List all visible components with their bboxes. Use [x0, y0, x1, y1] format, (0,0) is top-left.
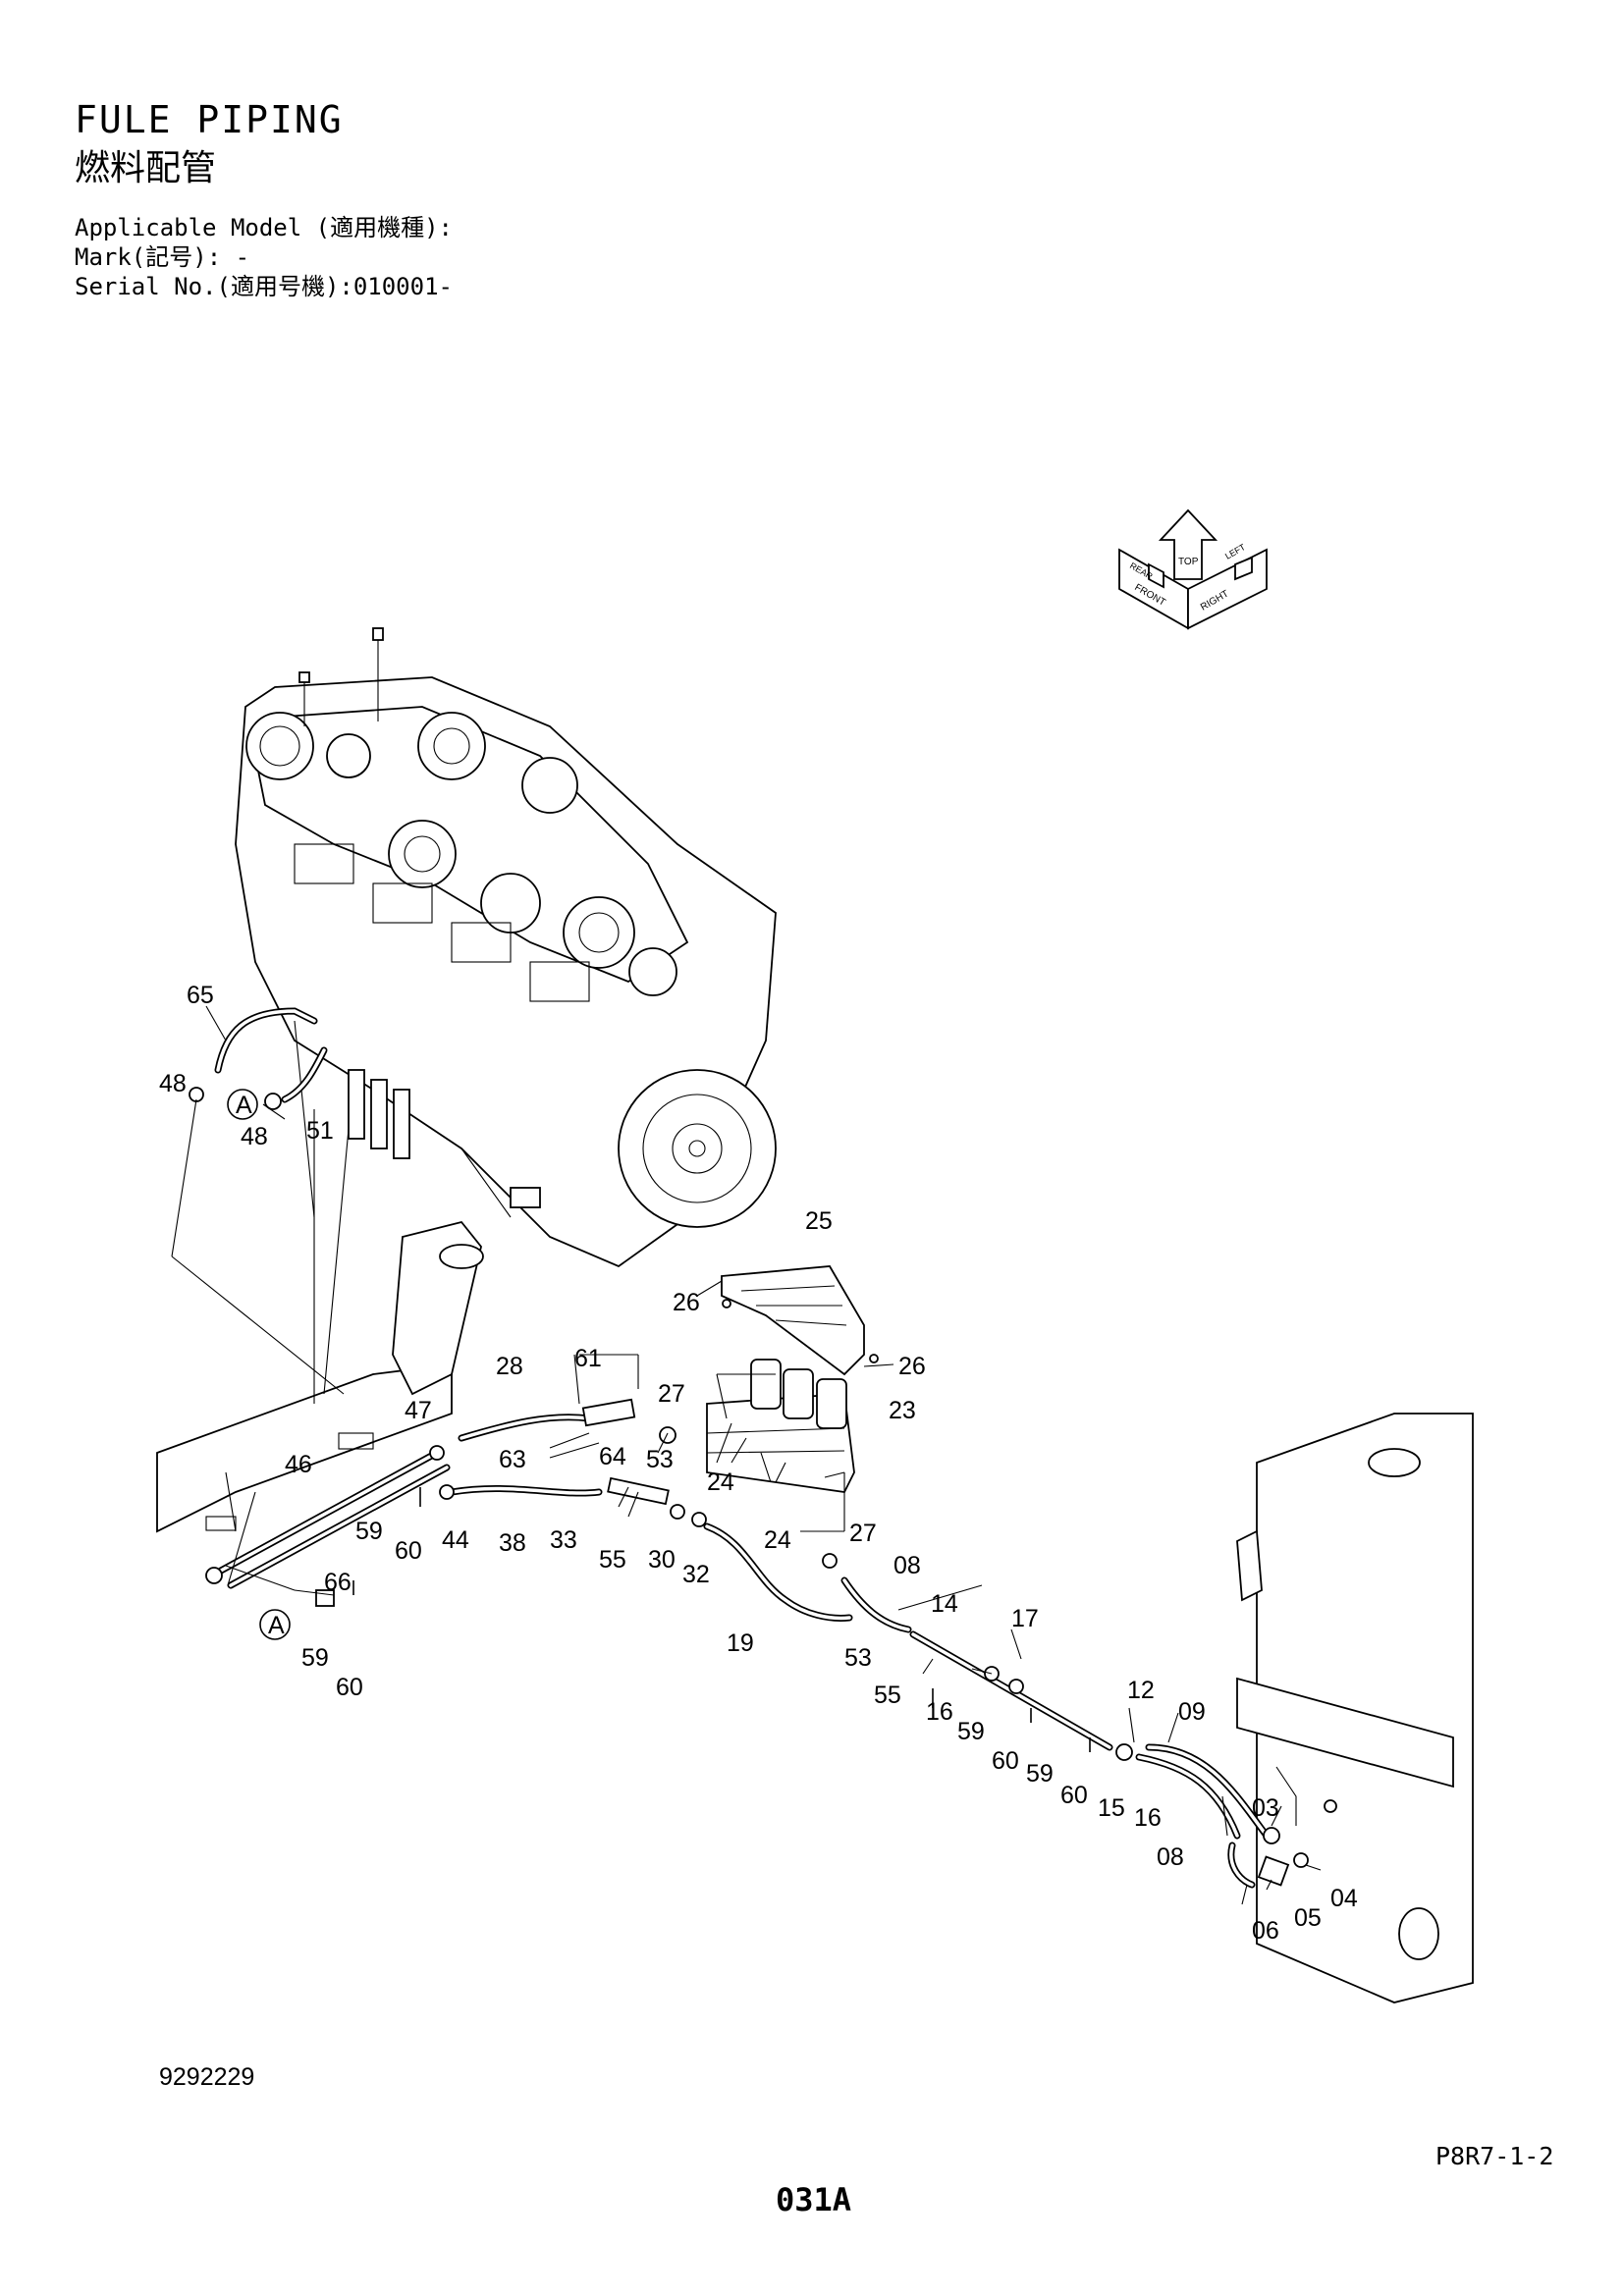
callout-32: 32	[682, 1561, 710, 1588]
callout-38: 38	[499, 1529, 526, 1557]
callout-12: 12	[1127, 1677, 1155, 1704]
mark: Mark(記号): -	[75, 243, 250, 271]
left-label: LEFT	[1223, 542, 1247, 561]
callout-55: 55	[874, 1682, 901, 1709]
callout-19: 19	[727, 1629, 754, 1657]
callout-17: 17	[1011, 1605, 1039, 1632]
reference-circle-a-lower	[259, 1609, 291, 1640]
callout-06: 06	[1252, 1917, 1279, 1945]
applicable-model: Applicable Model (適用機種):	[75, 214, 453, 241]
callout-48: 48	[241, 1123, 268, 1150]
callout-64: 64	[599, 1443, 626, 1470]
orientation-icon: FRONT RIGHT TOP REAR LEFT	[1118, 508, 1268, 630]
leader-lines	[171, 1005, 1322, 1905]
callout-55: 55	[599, 1546, 626, 1574]
callout-26: 26	[673, 1289, 700, 1316]
callout-28: 28	[496, 1353, 523, 1380]
engine-illustration	[235, 627, 777, 1268]
callout-24: 24	[707, 1468, 734, 1496]
callout-53: 53	[646, 1446, 674, 1473]
callout-33: 33	[550, 1526, 577, 1554]
page-number: 031A	[776, 2181, 852, 2218]
callout-27: 27	[658, 1380, 685, 1408]
callout-05: 05	[1294, 1904, 1322, 1932]
callout-59: 59	[355, 1518, 383, 1545]
callout-61: 61	[574, 1345, 602, 1372]
callout-labels: 65 48 A 48 51 25 26 26 61 28 27 23 47 46…	[159, 982, 1358, 1945]
callout-60: 60	[395, 1537, 422, 1565]
callout-08: 08	[1157, 1843, 1184, 1871]
page-title: FULE PIPING	[75, 98, 344, 141]
callout-15: 15	[1098, 1794, 1125, 1822]
callout-46: 46	[285, 1451, 312, 1478]
callout-66: 66	[324, 1569, 352, 1596]
callout-59: 59	[957, 1718, 985, 1745]
callout-30: 30	[648, 1546, 676, 1574]
callout-60: 60	[992, 1747, 1019, 1775]
callout-16: 16	[1134, 1804, 1162, 1832]
callout-47: 47	[405, 1397, 432, 1424]
callout-65: 65	[187, 982, 214, 1009]
callout-48: 48	[159, 1070, 187, 1097]
serial-number: Serial No.(適用号機):010001-	[75, 273, 453, 300]
callout-24: 24	[764, 1526, 791, 1554]
chassis-frame	[156, 1220, 484, 1533]
callout-25: 25	[805, 1207, 833, 1235]
callout-14: 14	[931, 1590, 958, 1618]
callout-59: 59	[1026, 1760, 1054, 1788]
top-label: TOP	[1178, 557, 1199, 567]
page-title-japanese: 燃料配管	[75, 148, 217, 188]
sheet-reference: P8R7-1-2	[1435, 2142, 1554, 2170]
callout-59: 59	[301, 1644, 329, 1672]
callout-60: 60	[336, 1674, 363, 1701]
callout-03: 03	[1252, 1794, 1279, 1822]
callout-04: 04	[1330, 1885, 1358, 1912]
reference-circle-a-upper	[227, 1089, 258, 1120]
callout-09: 09	[1178, 1698, 1206, 1726]
callout-26: 26	[898, 1353, 926, 1380]
drawing-number: 9292229	[159, 2063, 255, 2091]
callout-53: 53	[844, 1644, 872, 1672]
callout-51: 51	[306, 1117, 334, 1145]
callout-a: A	[236, 1092, 252, 1119]
callout-a: A	[268, 1612, 285, 1639]
callout-60: 60	[1060, 1782, 1088, 1809]
callout-16: 16	[926, 1698, 953, 1726]
callout-23: 23	[889, 1397, 916, 1424]
callout-44: 44	[442, 1526, 469, 1554]
callout-08: 08	[893, 1552, 921, 1579]
callout-63: 63	[499, 1446, 526, 1473]
callout-27: 27	[849, 1520, 877, 1547]
fuel-tank	[1236, 1413, 1474, 2003]
